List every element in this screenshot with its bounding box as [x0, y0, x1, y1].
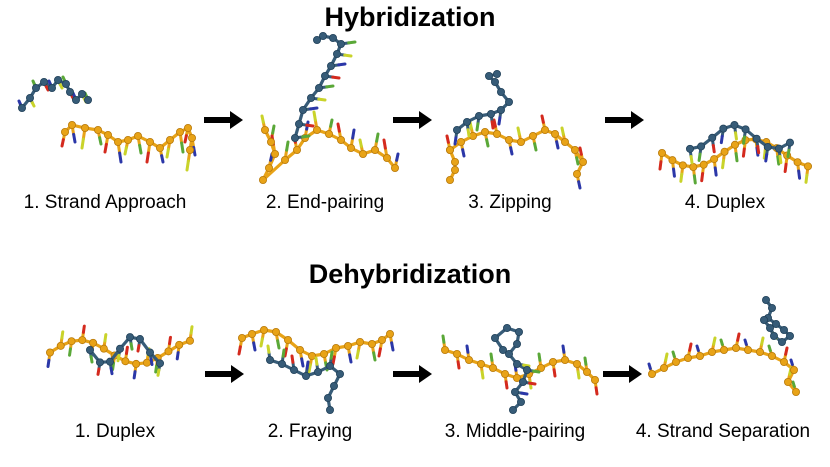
dna-strand: [445, 146, 459, 185]
dehyb-stage-2-label: 2. Fraying: [267, 421, 353, 442]
hyb-stage-2-label: 2. End-pairing: [265, 192, 385, 213]
dna-strand: [686, 121, 794, 165]
dehyb-stage-4-label: 4. Strand Separation: [635, 421, 811, 442]
right-arrow-icon: [205, 365, 244, 383]
dna-strand: [237, 326, 395, 374]
hyb-stage-1-figure: [17, 75, 197, 172]
dna-strand: [258, 110, 400, 184]
right-arrow-icon: [393, 111, 432, 129]
dna-strand: [17, 75, 93, 113]
hyb-stage-4-label: 4. Duplex: [684, 192, 766, 213]
dna-strand: [657, 135, 812, 185]
dna-strand: [452, 70, 514, 146]
hyb-stage-4-figure: [657, 121, 812, 185]
dna-strand: [647, 332, 800, 397]
hyb-stage-1-label: 1. Strand Approach: [23, 192, 187, 213]
dehyb-stage-3-figure: [441, 324, 599, 415]
dehyb-stage-3-label: 3. Middle-pairing: [444, 421, 586, 442]
section-title-dehybridization: Dehybridization: [308, 259, 512, 289]
right-arrow-icon: [605, 111, 644, 129]
dehyb-stage-4-figure: [647, 296, 800, 397]
right-arrow-icon: [393, 365, 432, 383]
right-arrow-icon: [603, 365, 642, 383]
dehyb-stage-1-label: 1. Duplex: [74, 421, 156, 442]
dna-strand: [491, 324, 541, 415]
dna-strand: [291, 32, 357, 143]
dehyb-stage-1-figure: [46, 324, 194, 380]
right-arrow-icon: [204, 111, 243, 129]
section-title-hybridization: Hybridization: [324, 2, 496, 32]
dna-strand: [60, 121, 197, 172]
hyb-stage-3-label: 3. Zipping: [468, 192, 552, 213]
dna-strand: [86, 333, 165, 377]
dna-strand: [441, 334, 599, 396]
dehyb-stage-2-figure: [237, 326, 395, 415]
dna-strand: [445, 114, 587, 190]
dna-strand: [266, 344, 345, 415]
hyb-stage-3-figure: [445, 70, 587, 190]
dna-strand: [760, 296, 794, 347]
hyb-stage-2-figure: [258, 32, 400, 184]
